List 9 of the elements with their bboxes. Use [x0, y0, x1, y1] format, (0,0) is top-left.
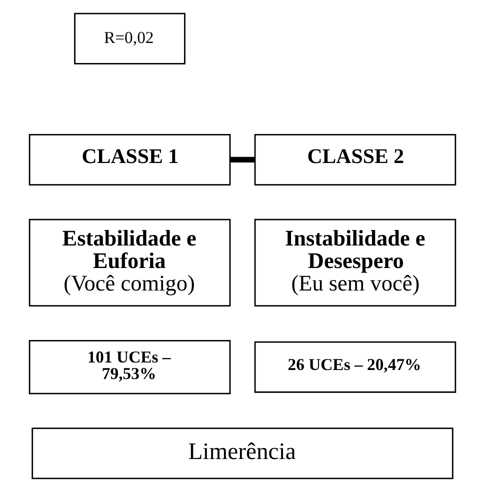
node-box: Limerência	[32, 428, 454, 480]
node-box: CLASSE 1	[28, 134, 231, 186]
node-box: CLASSE 2	[254, 134, 456, 186]
node-box: 101 UCEs – 79,53%	[28, 340, 231, 394]
connector	[230, 156, 255, 162]
node-box: Estabilidade e Euforia (Você comigo)	[28, 218, 231, 307]
node-box: Instabilidade e Desespero (Eu sem você)	[254, 218, 456, 307]
node-box: R=0,02	[74, 12, 186, 64]
node-box: 26 UCEs – 20,47%	[254, 341, 456, 393]
